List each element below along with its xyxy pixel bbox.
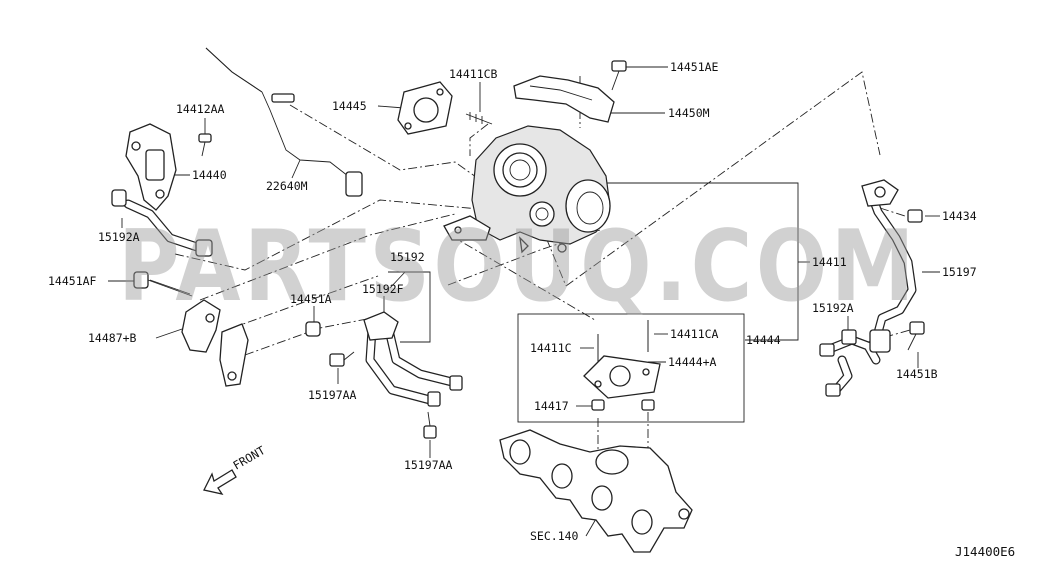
bolt-14412AA xyxy=(198,133,212,157)
hose-15192A-left xyxy=(111,189,213,257)
bolt-14434 xyxy=(907,209,923,223)
bolt-14451A xyxy=(305,321,321,337)
bolt-15197AA-1 xyxy=(329,351,355,367)
label-15197: 15197 xyxy=(942,265,977,279)
leader-lines xyxy=(108,66,940,537)
label-14451AE: 14451AE xyxy=(670,60,719,74)
gasket-14445 xyxy=(397,81,453,135)
watermark: PARTSOUQ.COM xyxy=(118,210,918,324)
label-14451A: 14451A xyxy=(290,292,332,306)
gasket-14444A xyxy=(583,355,661,399)
label-15197AA-1: 15197AA xyxy=(308,388,357,402)
bracket-14487B xyxy=(181,299,249,387)
bolt-14451AF xyxy=(133,271,193,297)
label-14440: 14440 xyxy=(192,168,227,182)
diagram-code: J14400E6 xyxy=(955,544,1015,559)
gasket-detail-box xyxy=(517,313,745,423)
label-14487B: 14487+B xyxy=(88,331,137,345)
label-14434: 14434 xyxy=(942,209,977,223)
hose-assembly-15192 xyxy=(363,311,463,407)
banjo-bolt-15192A-right xyxy=(841,329,857,345)
heat-insulator-part xyxy=(513,75,615,123)
exhaust-manifold xyxy=(499,429,693,553)
section-label: SEC.140 xyxy=(530,529,579,543)
label-14411CA: 14411CA xyxy=(670,327,719,341)
actuator-14440 xyxy=(125,123,177,211)
stud-14411CB xyxy=(465,112,493,125)
oil-pipe-15197 xyxy=(819,179,917,397)
label-22640M: 22640M xyxy=(266,179,308,193)
turbocharger-assembly xyxy=(443,125,611,254)
label-14444: 14444 xyxy=(746,333,781,347)
label-15192: 15192 xyxy=(390,250,425,264)
front-arrow-icon xyxy=(203,469,237,495)
part-labels: 14411CB 14451AE 14445 14450M 14412AA 144… xyxy=(48,60,977,472)
label-14411CB: 14411CB xyxy=(449,67,498,81)
label-14412AA: 14412AA xyxy=(176,102,225,116)
label-15197AA-2: 15197AA xyxy=(404,458,453,472)
bolt-14451AE xyxy=(611,60,627,91)
label-14451B: 14451B xyxy=(896,367,938,381)
label-15192F: 15192F xyxy=(362,282,404,296)
label-15192A-left: 15192A xyxy=(98,230,140,244)
label-14451AF: 14451AF xyxy=(48,274,97,288)
label-14411: 14411 xyxy=(812,255,847,269)
bolt-14451B xyxy=(907,321,925,351)
bolt-15197AA-2 xyxy=(423,411,437,439)
front-label: FRONT xyxy=(231,443,268,472)
label-14450M: 14450M xyxy=(668,106,710,120)
label-15192A-right: 15192A xyxy=(812,301,854,315)
label-14417: 14417 xyxy=(534,399,569,413)
nut-14417 xyxy=(591,399,655,411)
sensor-22640M xyxy=(205,47,363,197)
label-14411C: 14411C xyxy=(530,341,572,355)
label-14445: 14445 xyxy=(332,99,367,113)
label-14444A: 14444+A xyxy=(668,355,717,369)
